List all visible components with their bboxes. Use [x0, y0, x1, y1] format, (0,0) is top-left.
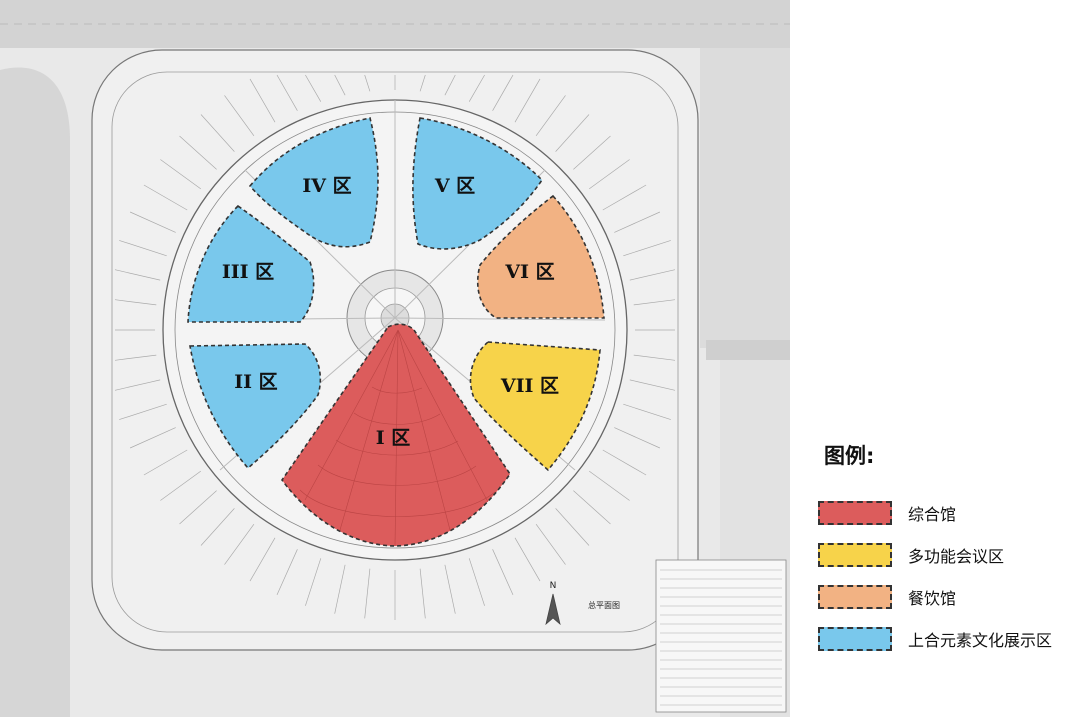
parking-stall-line: [602, 449, 647, 476]
parking-stall-line: [160, 159, 202, 190]
legend: 图例: 综合馆 多功能会议区 餐饮馆 上合元素文化展示区: [812, 440, 1072, 660]
parking-stall-line: [114, 379, 161, 391]
parking-stall-line: [305, 74, 322, 102]
parking-stall-line: [492, 549, 514, 596]
parking-stall-line: [629, 269, 676, 281]
parking-stall-line: [602, 184, 647, 211]
north-arrow: N: [545, 581, 561, 626]
legend-item-conference-area: 多功能会议区: [812, 534, 1072, 576]
parking-stall-line: [364, 568, 371, 619]
plan-title: 总平面图: [588, 600, 620, 610]
parking-stall-line: [492, 74, 514, 111]
parking-stall-line: [419, 568, 426, 619]
parking-stall-line: [119, 240, 167, 257]
parking-stall-line: [623, 240, 671, 257]
legend-label: 综合馆: [908, 505, 957, 524]
north-label: N: [550, 581, 557, 591]
zone-v[interactable]: [412, 117, 544, 250]
zone-i-label: I 区: [376, 427, 411, 449]
zone-iii-label: III 区: [222, 261, 274, 283]
zone-iii[interactable]: [187, 204, 315, 323]
zone-vii-label: VII 区: [500, 375, 559, 397]
parking-stall-line: [334, 564, 346, 614]
legend-label: 上合元素文化展示区: [908, 631, 1053, 650]
drawing-legend-table: [655, 559, 787, 713]
legend-item-comprehensive-hall: 综合馆: [812, 492, 1072, 534]
legend-swatch: [818, 501, 892, 525]
parking-stall-line: [633, 299, 676, 306]
parking-stall-line: [200, 114, 235, 152]
parking-stall-line: [468, 558, 485, 606]
parking-stall-line: [200, 508, 235, 546]
legend-label: 餐饮馆: [908, 589, 957, 608]
parking-stall-line: [535, 523, 566, 565]
zone-i-ribs: [299, 329, 496, 547]
legend-item-dining-hall: 餐饮馆: [812, 576, 1072, 618]
parking-stall-line: [468, 74, 485, 102]
parking-stall-line: [129, 427, 176, 449]
parking-stall-line: [143, 449, 188, 476]
parking-stall-line: [224, 95, 255, 137]
parking-stall-line: [555, 114, 590, 152]
parking-stall-line: [364, 74, 371, 92]
north-arrow-icon: [545, 593, 561, 626]
parking-stall-line: [623, 403, 671, 420]
parking-stall-line: [514, 78, 541, 123]
parking-stall-line: [179, 490, 217, 525]
parking-stall-line: [276, 74, 298, 111]
legend-label: 多功能会议区: [908, 547, 1005, 566]
zone-i[interactable]: [281, 323, 511, 547]
legend-item-culture-exhibition: 上合元素文化展示区: [812, 618, 1072, 660]
parking-stall-line: [179, 135, 217, 170]
zone-ii-label: II 区: [234, 371, 277, 393]
left-road: [0, 67, 70, 717]
parking-stall-line: [249, 537, 276, 582]
right-road: [700, 48, 790, 348]
parking-stall-line: [276, 549, 298, 596]
legend-title: 图例:: [824, 444, 875, 468]
parking-stall-line: [444, 564, 456, 614]
zone-iv-label: IV 区: [302, 175, 351, 197]
parking-stall-line: [143, 184, 188, 211]
zone-vii[interactable]: [469, 341, 601, 472]
parking-stall-line: [334, 74, 346, 96]
zone-ii[interactable]: [189, 343, 322, 470]
zone-iv[interactable]: [248, 117, 379, 248]
parking-stall-line: [573, 490, 611, 525]
parking-stall-line: [129, 211, 176, 233]
legend-swatch: [818, 585, 892, 609]
parking-stall-line: [514, 537, 541, 582]
parking-stall-line: [305, 558, 322, 606]
parking-stall-line: [588, 470, 630, 501]
parking-stalls: [114, 74, 676, 620]
site-plan: IV 区 V 区 III 区 VI 区 II 区 VII 区 I 区 N 总平面…: [0, 0, 790, 717]
legend-swatch: [818, 627, 892, 651]
parking-stall-line: [535, 95, 566, 137]
parking-stall-line: [588, 159, 630, 190]
legend-swatch: [818, 543, 892, 567]
parking-stall-line: [633, 354, 676, 361]
parking-stall-line: [444, 74, 456, 96]
parking-stall-line: [114, 269, 161, 281]
parking-stall-line: [160, 470, 202, 501]
zone-v-label: V 区: [434, 175, 475, 197]
parking-stall-line: [119, 403, 167, 420]
parking-stall-line: [614, 211, 661, 233]
zone-vi[interactable]: [476, 194, 605, 319]
parking-stall-line: [114, 299, 157, 306]
parking-stall-line: [573, 135, 611, 170]
parking-stall-line: [555, 508, 590, 546]
parking-stall-line: [419, 74, 426, 92]
parking-stall-line: [614, 427, 661, 449]
parking-stall-line: [224, 523, 255, 565]
parking-stall-line: [249, 78, 276, 123]
parking-stall-line: [629, 379, 676, 391]
zone-vi-label: VI 区: [504, 261, 554, 283]
parking-stall-line: [114, 354, 157, 361]
